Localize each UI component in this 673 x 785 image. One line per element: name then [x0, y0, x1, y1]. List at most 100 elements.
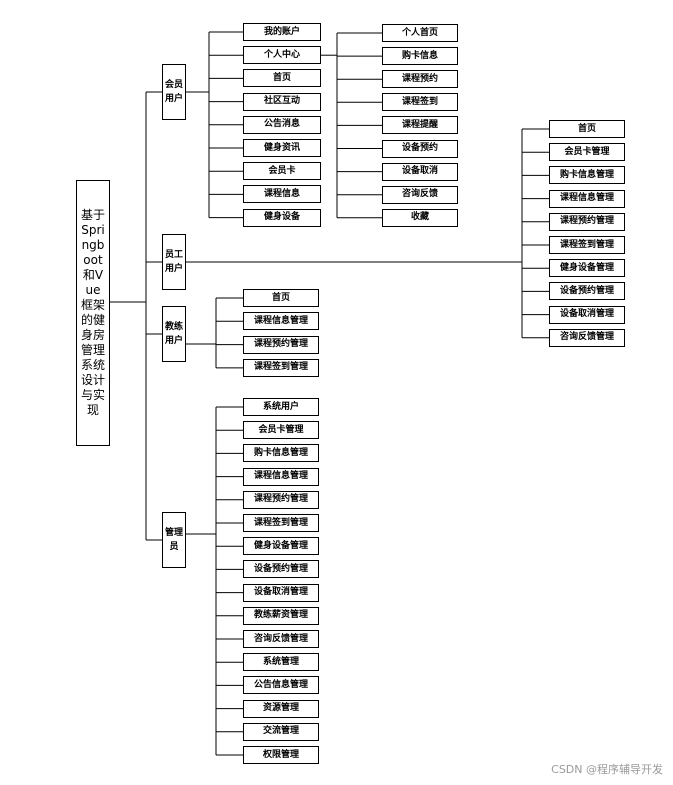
node-label: 设备预约管理	[253, 563, 308, 574]
admin-item-13: 公告信息管理	[243, 676, 319, 695]
node-label: 课程信息管理	[559, 193, 614, 204]
node-label: 课程签到	[401, 96, 438, 107]
node-label: 首页	[272, 72, 291, 83]
staff-item-1: 首页	[549, 120, 625, 138]
node-label: 购卡信息管理	[559, 169, 614, 180]
node-label: 资源管理	[262, 703, 299, 714]
node-label: 课程提醒	[401, 119, 438, 130]
node-label: 公告消息	[263, 119, 300, 130]
node-label: 课程预约管理	[559, 216, 614, 227]
node-label: 系统用户	[262, 401, 299, 412]
member-sub-item-4: 课程签到	[382, 93, 458, 112]
node-label: 咨询反馈	[401, 189, 438, 200]
admin-item-4: 课程信息管理	[243, 467, 319, 486]
member-item-3: 首页	[243, 69, 321, 88]
node-label: 设备预约	[401, 143, 438, 153]
node-label: 首页	[271, 292, 290, 303]
member-sub-item-5: 课程提醒	[382, 116, 458, 135]
node-label: 公告信息管理	[253, 679, 308, 690]
member-sub-item-9: 收藏	[382, 208, 458, 227]
role-staff-label: 员工用户	[165, 250, 184, 274]
node-label: 健身设备管理	[253, 540, 308, 551]
role-admin-label: 管理员	[165, 528, 184, 552]
admin-item-9: 设备取消管理	[243, 583, 319, 602]
staff-item-7: 健身设备管理	[549, 259, 625, 278]
root-box: 基于Springboot和Vue框架的健身房管理系统设计与实现	[76, 180, 110, 446]
node-label: 健身资讯	[263, 142, 300, 153]
node-label: 设备预约管理	[559, 285, 614, 296]
admin-item-7: 健身设备管理	[243, 537, 319, 556]
member-item-1: 我的账户	[243, 23, 321, 41]
member-item-4: 社区互动	[243, 92, 321, 111]
member-sub-item-8: 咨询反馈	[382, 185, 458, 204]
node-label: 课程预约	[401, 73, 438, 84]
admin-item-5: 课程预约管理	[243, 490, 319, 509]
staff-item-8: 设备预约管理	[549, 282, 625, 301]
staff-item-2: 会员卡管理	[549, 143, 625, 162]
member-sub-item-7: 设备取消	[382, 162, 458, 181]
node-label: 课程信息管理	[253, 471, 308, 482]
coach-item-3: 课程预约管理	[243, 335, 319, 354]
node-label: 会员卡管理	[564, 146, 610, 157]
role-coach-box: 教练用户	[162, 306, 186, 362]
admin-item-1: 系统用户	[243, 398, 319, 416]
member-sub-item-6: 设备预约	[382, 139, 458, 158]
role-coach-label: 教练用户	[165, 322, 184, 346]
role-member-label: 会员用户	[165, 80, 184, 104]
node-label: 教练薪资管理	[253, 610, 308, 621]
node-label: 系统管理	[262, 656, 299, 667]
node-label: 购卡信息管理	[253, 447, 308, 458]
admin-item-11: 咨询反馈管理	[243, 630, 319, 648]
node-label: 首页	[577, 123, 596, 134]
admin-item-16: 权限管理	[243, 746, 319, 764]
node-label: 课程信息	[263, 188, 300, 199]
coach-item-1: 首页	[243, 289, 319, 307]
node-label: 课程签到管理	[559, 239, 614, 250]
node-label: 课程预约管理	[253, 494, 308, 505]
admin-item-3: 购卡信息管理	[243, 444, 319, 463]
staff-item-9: 设备取消管理	[549, 305, 625, 324]
node-label: 健身设备管理	[559, 262, 614, 273]
node-label: 课程预约管理	[253, 339, 308, 350]
node-label: 设备取消	[401, 166, 438, 177]
coach-item-4: 课程签到管理	[243, 358, 319, 377]
node-label: 收藏	[410, 212, 429, 223]
node-label: 课程签到管理	[253, 517, 308, 528]
node-label: 咨询反馈管理	[559, 332, 614, 343]
node-label: 会员卡	[268, 165, 296, 176]
member-item-2: 个人中心	[243, 46, 321, 65]
admin-item-14: 资源管理	[243, 699, 319, 718]
node-label: 个人中心	[263, 49, 300, 60]
node-label: 课程信息管理	[253, 315, 308, 326]
coach-item-2: 课程信息管理	[243, 312, 319, 331]
admin-item-10: 教练薪资管理	[243, 606, 319, 625]
role-admin-box: 管理员	[162, 512, 186, 568]
watermark: CSDN @程序辅导开发	[551, 763, 663, 776]
node-label: 购卡信息	[401, 50, 438, 61]
member-item-9: 健身设备	[243, 208, 321, 227]
node-label: 设备取消管理	[253, 587, 308, 598]
node-label: 会员卡管理	[258, 424, 304, 435]
member-item-8: 课程信息	[243, 185, 321, 204]
admin-item-15: 交流管理	[243, 722, 319, 741]
root-label: 基于Springboot和Vue框架的健身房管理系统设计与实现	[80, 208, 105, 417]
member-item-6: 健身资讯	[243, 139, 321, 157]
staff-item-5: 课程预约管理	[549, 212, 625, 231]
member-sub-item-3: 课程预约	[382, 70, 458, 89]
node-label: 社区互动	[263, 96, 300, 107]
node-label: 设备取消管理	[559, 309, 614, 320]
node-label: 权限管理	[262, 749, 299, 760]
staff-item-4: 课程信息管理	[549, 189, 625, 208]
member-item-5: 公告消息	[243, 115, 321, 134]
admin-item-12: 系统管理	[243, 653, 319, 672]
node-label: 咨询反馈管理	[253, 633, 308, 644]
staff-item-10: 咨询反馈管理	[549, 328, 625, 347]
admin-item-2: 会员卡管理	[243, 421, 319, 440]
role-staff-box: 员工用户	[162, 234, 186, 290]
node-label: 个人首页	[401, 27, 438, 38]
admin-item-8: 设备预约管理	[243, 560, 319, 579]
admin-item-6: 课程签到管理	[243, 514, 319, 532]
staff-item-3: 购卡信息管理	[549, 166, 625, 185]
